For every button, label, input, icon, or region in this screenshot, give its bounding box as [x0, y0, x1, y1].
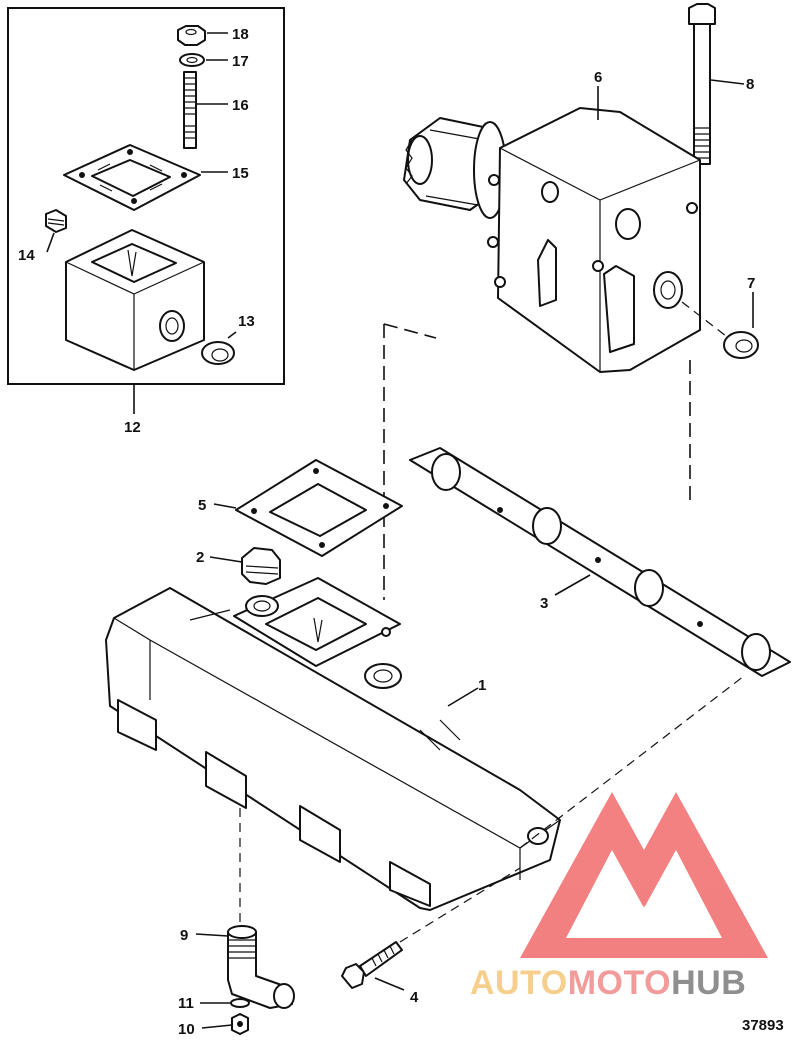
figure-number: 37893: [742, 1017, 784, 1034]
watermark-auto: AUTO: [470, 964, 568, 1002]
plug-part-14: [45, 209, 67, 233]
elbow-assembly-part-6: [403, 86, 701, 373]
callout-4: 4: [410, 989, 419, 1006]
callout-3: 3: [540, 595, 548, 612]
gasket-part-5: [213, 459, 403, 557]
plug-part-13: [201, 341, 235, 365]
callout-7: 7: [747, 275, 755, 292]
plug-part-10: [201, 1013, 249, 1035]
logo-mark-icon: [520, 792, 768, 958]
callout-10: 10: [178, 1021, 195, 1038]
callout-14: 14: [18, 247, 35, 264]
manifold-part-1: [105, 577, 561, 911]
bolt-part-8: [688, 3, 745, 165]
callout-1: 1: [478, 677, 486, 694]
callout-9: 9: [180, 927, 188, 944]
washer-part-17: [179, 53, 205, 67]
callout-11: 11: [178, 995, 194, 1012]
callout-8: 8: [746, 76, 754, 93]
callout-18: 18: [232, 26, 249, 43]
stud-part-16: [183, 71, 197, 149]
callout-5: 5: [198, 497, 206, 514]
callout-12: 12: [124, 419, 141, 436]
callouts: 1 2 3 4 5 6 7 8 9 10 11 12 13 14 15 16 1…: [18, 26, 755, 1038]
bolt-part-4: [341, 941, 405, 991]
svg-text:AUTOMOTOHUB: AUTOMOTOHUB: [470, 964, 746, 1002]
callout-6: 6: [594, 69, 602, 86]
plug-part-2: [209, 547, 281, 585]
callout-15: 15: [232, 165, 249, 182]
elbow-fitting-part-9: [195, 925, 295, 1009]
inset-box: [7, 7, 285, 385]
gasket-part-15: [63, 144, 201, 211]
gasket-part-3: [409, 447, 791, 677]
watermark-moto: MOTO: [568, 964, 671, 1002]
callout-2: 2: [196, 549, 204, 566]
nut-part-18: [177, 25, 206, 46]
callout-13: 13: [238, 313, 255, 330]
watermark-logo: AUTOMOTOHUB: [470, 792, 768, 1002]
callout-16: 16: [232, 97, 249, 114]
callout-17: 17: [232, 53, 249, 70]
plug-part-7: [681, 292, 759, 359]
oring-part-11: [200, 998, 250, 1008]
elbow-block-part-12: [65, 229, 205, 371]
watermark-hub: HUB: [671, 964, 746, 1002]
